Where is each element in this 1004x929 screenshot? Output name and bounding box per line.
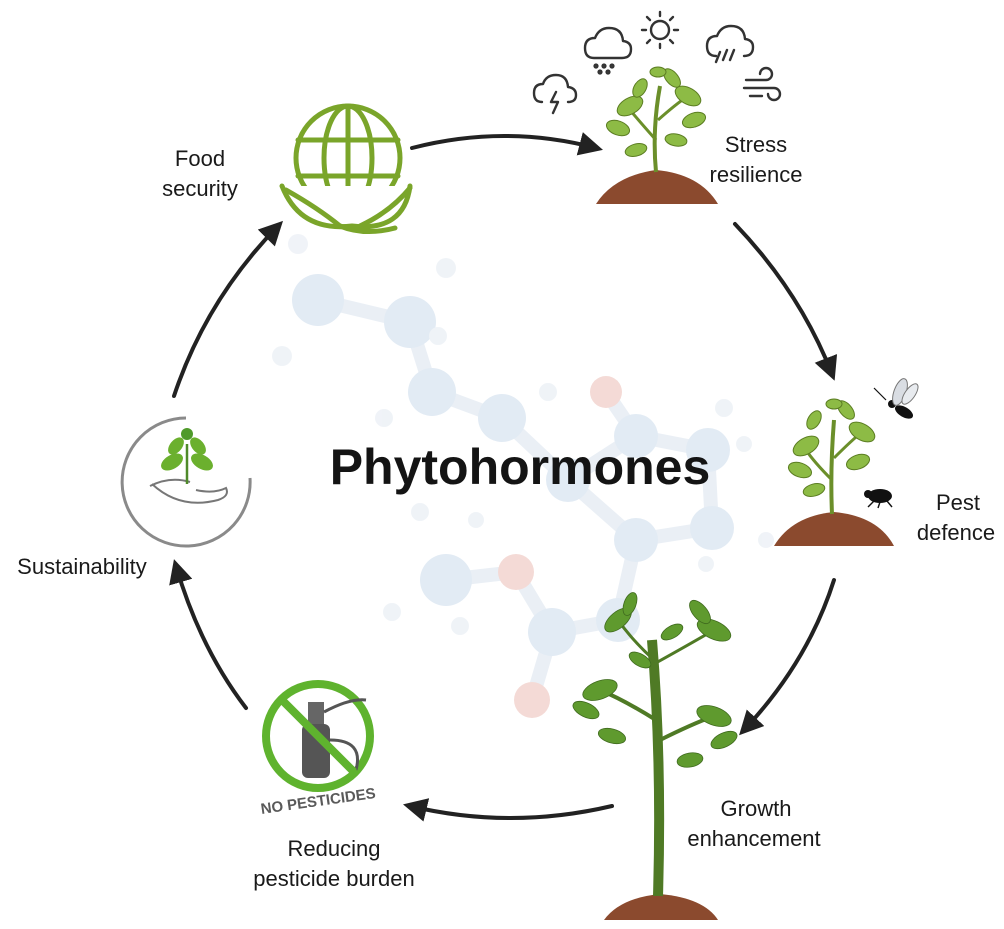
beetle-icon (864, 489, 893, 509)
cycle-arrows (169, 132, 838, 822)
arrow-growth-to-reducing (402, 798, 614, 822)
rain-cloud-icon (705, 24, 755, 64)
label-stress-resilience-line2: resilience (710, 162, 803, 187)
weather-icons (532, 10, 782, 115)
snow-cloud-icon (583, 26, 633, 75)
label-food-security-line2: security (162, 176, 238, 201)
sun-icon (640, 10, 680, 50)
label-pest-defence-line2: defence (917, 520, 995, 545)
label-growth-enhancement-line2: enhancement (687, 826, 820, 851)
label-reducing-pesticide-line2: pesticide burden (253, 866, 414, 891)
arrow-stress-to-pest (733, 222, 838, 381)
pest-plant-icon (774, 398, 894, 546)
arrow-sustainability-to-food (172, 220, 284, 398)
wind-icon (742, 66, 782, 102)
no-pesticide-icon: NO PESTICIDES (260, 680, 377, 818)
hand-sprout-icon (120, 416, 252, 548)
arrow-pest-to-growth (739, 578, 836, 736)
label-pest-defence-line1: Pest (936, 490, 980, 515)
label-growth-enhancement-line1: Growth (721, 796, 792, 821)
globe-leaf-icon (279, 103, 413, 234)
molecule-background (272, 234, 774, 718)
label-stress-resilience-line1: Stress (725, 132, 787, 157)
label-reducing-pesticide-line1: Reducing (288, 836, 381, 861)
storm-cloud-icon (532, 73, 578, 115)
wasp-icon (873, 378, 919, 419)
arrow-reducing-to-sustainability (169, 559, 248, 710)
tree-icon (572, 592, 738, 920)
tomato-plant-icon (596, 66, 718, 204)
label-food-security-line1: Food (175, 146, 225, 171)
diagram-title: Phytohormones (330, 439, 711, 495)
label-sustainability: Sustainability (17, 554, 147, 579)
arrow-food-to-stress (410, 132, 603, 156)
